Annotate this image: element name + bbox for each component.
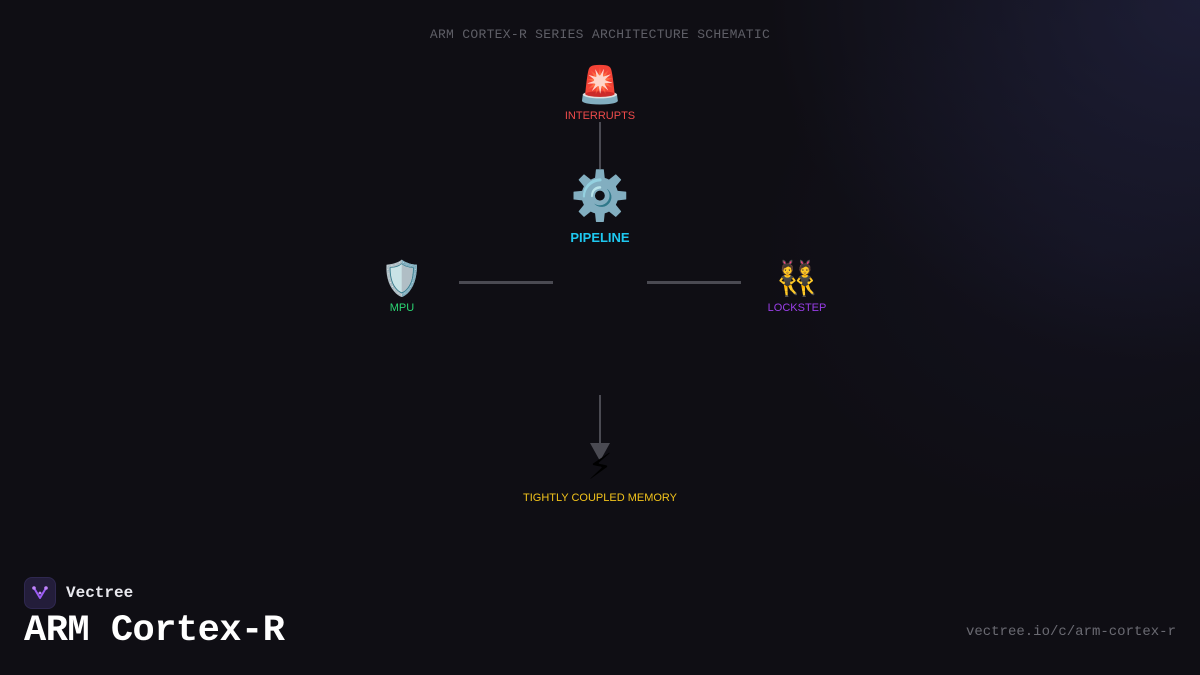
lightning-icon: ⚡: [587, 447, 613, 488]
node-interrupts[interactable]: 🚨 INTERRUPTS: [564, 65, 636, 123]
node-tcm[interactable]: ⚡ TIGHTLY COUPLED MEMORY: [522, 447, 678, 505]
twins-icon: 👯: [775, 259, 819, 299]
node-mpu[interactable]: 🛡️ MPU: [381, 262, 423, 314]
arrowhead-down: [590, 443, 610, 461]
page-title: ARM Cortex-R: [24, 610, 285, 652]
page-url[interactable]: vectree.io/c/arm-cortex-r: [965, 624, 1176, 640]
node-label-interrupts: INTERRUPTS: [564, 110, 636, 122]
brand-name: Vectree: [66, 584, 134, 602]
rotating-light-icon: 🚨: [577, 65, 623, 106]
brand[interactable]: Vectree: [24, 577, 133, 609]
node-pipeline[interactable]: ⚙️ PIPELINE: [570, 172, 630, 245]
node-label-tcm: TIGHTLY COUPLED MEMORY: [522, 492, 678, 504]
edge-pipeline-lockstep: [647, 281, 741, 284]
node-label-lockstep: LOCKSTEP: [767, 302, 827, 314]
vectree-logo-icon: [24, 577, 56, 609]
gear-icon: ⚙️: [570, 168, 630, 224]
schematic-title: ARM CORTEX-R SERIES ARCHITECTURE SCHEMAT…: [429, 27, 771, 42]
node-label-pipeline: PIPELINE: [570, 230, 630, 245]
edge-interrupts-pipeline: [599, 122, 601, 169]
edge-pipeline-tcm: [599, 395, 601, 445]
node-label-mpu: MPU: [389, 302, 415, 314]
shield-icon: 🛡️: [380, 259, 424, 299]
node-lockstep[interactable]: 👯 LOCKSTEP: [768, 262, 827, 314]
edge-mpu-pipeline: [459, 281, 553, 284]
